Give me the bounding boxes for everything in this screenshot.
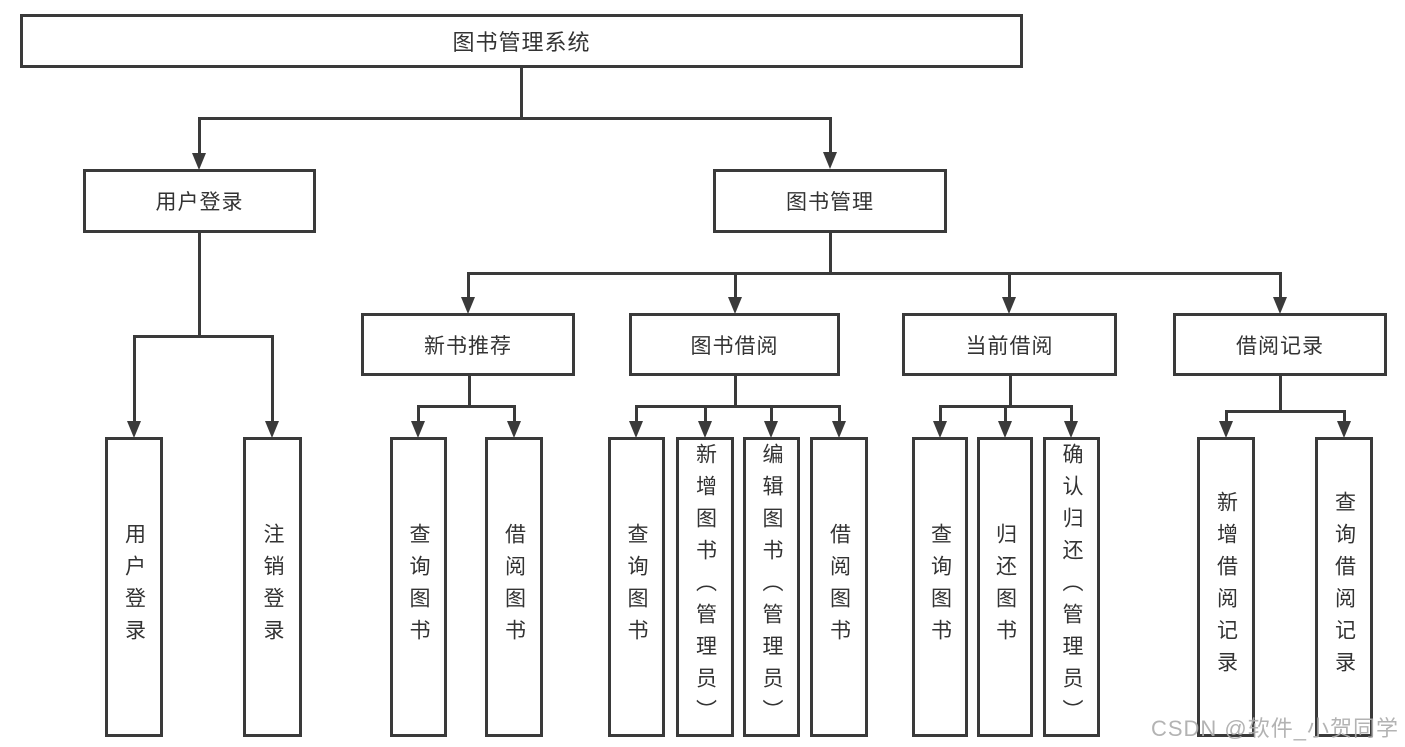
connector-hline — [416, 404, 516, 408]
arrow-down-icon — [411, 421, 425, 438]
connector-vline — [769, 405, 773, 425]
leaf-query-books-borrowing-label: 查询图书 — [625, 523, 648, 651]
leaf-query-books-current: 查询图书 — [912, 437, 968, 737]
connector-vline — [1069, 405, 1073, 425]
connector-vline — [1342, 410, 1346, 425]
connector-vline — [519, 68, 523, 120]
node-book-borrowing-label: 图书借阅 — [690, 334, 779, 358]
node-book-management: 图书管理 — [713, 169, 947, 233]
leaf-edit-books-admin: 编辑图书（管理员） — [743, 437, 800, 737]
arrow-down-icon — [629, 421, 643, 438]
arrow-down-icon — [1219, 421, 1233, 438]
leaf-return-books: 归还图书 — [977, 437, 1033, 737]
arrow-down-icon — [698, 421, 712, 438]
arrow-down-icon — [728, 297, 742, 314]
arrow-down-icon — [832, 421, 846, 438]
leaf-confirm-return-admin: 确认归还（管理员） — [1043, 437, 1100, 737]
node-current-borrowing-label: 当前借阅 — [965, 334, 1054, 358]
leaf-logout-label: 注销登录 — [261, 523, 284, 651]
connector-vline — [1224, 410, 1228, 425]
leaf-query-borrow-record: 查询借阅记录 — [1315, 437, 1373, 737]
arrow-down-icon — [127, 421, 141, 438]
node-book-management-label: 图书管理 — [786, 191, 874, 214]
connector-vline — [512, 405, 516, 425]
node-borrow-records: 借阅记录 — [1173, 313, 1387, 376]
arrow-down-icon — [933, 421, 947, 438]
arrow-down-icon — [265, 421, 279, 438]
connector-vline — [1278, 272, 1282, 301]
connector-vline — [703, 405, 707, 425]
connector-vline — [197, 233, 201, 338]
connector-vline — [938, 405, 942, 425]
connector-vline — [733, 272, 737, 301]
leaf-add-borrow-record-label: 新增借阅记录 — [1214, 491, 1238, 683]
connector-vline — [1007, 272, 1011, 301]
connector-hline — [466, 271, 1282, 275]
arrow-down-icon — [998, 421, 1012, 438]
connector-vline — [197, 117, 201, 157]
node-new-book-recommend-label: 新书推荐 — [424, 334, 512, 358]
leaf-borrow-books-recommend: 借阅图书 — [485, 437, 543, 737]
leaf-confirm-return-admin-label: 确认归还（管理员） — [1060, 443, 1083, 731]
node-borrow-records-label: 借阅记录 — [1236, 334, 1324, 358]
leaf-add-books-admin-label: 新增图书（管理员） — [693, 443, 717, 731]
connector-hline — [1224, 409, 1346, 413]
arrow-down-icon — [1337, 421, 1351, 438]
arrow-down-icon — [1064, 421, 1078, 438]
connector-vline — [634, 405, 638, 425]
connector-hline — [634, 404, 841, 408]
leaf-logout: 注销登录 — [243, 437, 302, 737]
leaf-query-borrow-record-label: 查询借阅记录 — [1332, 491, 1356, 683]
connector-vline — [416, 405, 420, 425]
leaf-borrow-books-borrowing: 借阅图书 — [810, 437, 868, 737]
connector-hline — [197, 116, 832, 120]
node-user-login-label: 用户登录 — [155, 191, 244, 214]
connector-vline — [1008, 376, 1012, 408]
arrow-down-icon — [823, 152, 837, 169]
arrow-down-icon — [1273, 297, 1287, 314]
leaf-query-books-recommend: 查询图书 — [390, 437, 447, 737]
leaf-add-borrow-record: 新增借阅记录 — [1197, 437, 1255, 737]
leaf-query-books-recommend-label: 查询图书 — [407, 523, 430, 651]
node-root-label: 图书管理系统 — [452, 30, 591, 55]
arrow-down-icon — [764, 421, 778, 438]
leaf-add-books-admin: 新增图书（管理员） — [676, 437, 734, 737]
node-root: 图书管理系统 — [20, 14, 1023, 68]
connector-vline — [1278, 376, 1282, 413]
connector-vline — [837, 405, 841, 425]
watermark: CSDN @软件_小贺同学 — [1150, 716, 1399, 741]
leaf-user-login: 用户登录 — [105, 437, 163, 737]
node-current-borrowing: 当前借阅 — [902, 313, 1117, 376]
node-new-book-recommend: 新书推荐 — [361, 313, 575, 376]
leaf-user-login-label: 用户登录 — [122, 523, 146, 651]
arrow-down-icon — [461, 297, 475, 314]
connector-vline — [132, 335, 136, 425]
connector-vline — [733, 376, 737, 408]
connector-vline — [467, 376, 471, 408]
connector-vline — [828, 233, 832, 275]
connector-hline — [132, 334, 274, 338]
leaf-return-books-label: 归还图书 — [993, 523, 1017, 651]
leaf-borrow-books-borrowing-label: 借阅图书 — [827, 523, 851, 651]
leaf-query-books-borrowing: 查询图书 — [608, 437, 665, 737]
node-user-login: 用户登录 — [83, 169, 316, 233]
connector-vline — [466, 272, 470, 301]
connector-vline — [270, 335, 274, 425]
arrow-down-icon — [507, 421, 521, 438]
connector-vline — [828, 117, 832, 156]
leaf-query-books-current-label: 查询图书 — [928, 523, 952, 651]
arrow-down-icon — [1002, 297, 1016, 314]
node-book-borrowing: 图书借阅 — [629, 313, 840, 376]
leaf-borrow-books-recommend-label: 借阅图书 — [502, 523, 526, 651]
arrow-down-icon — [192, 153, 206, 170]
connector-vline — [1003, 405, 1007, 425]
leaf-edit-books-admin-label: 编辑图书（管理员） — [760, 443, 783, 731]
